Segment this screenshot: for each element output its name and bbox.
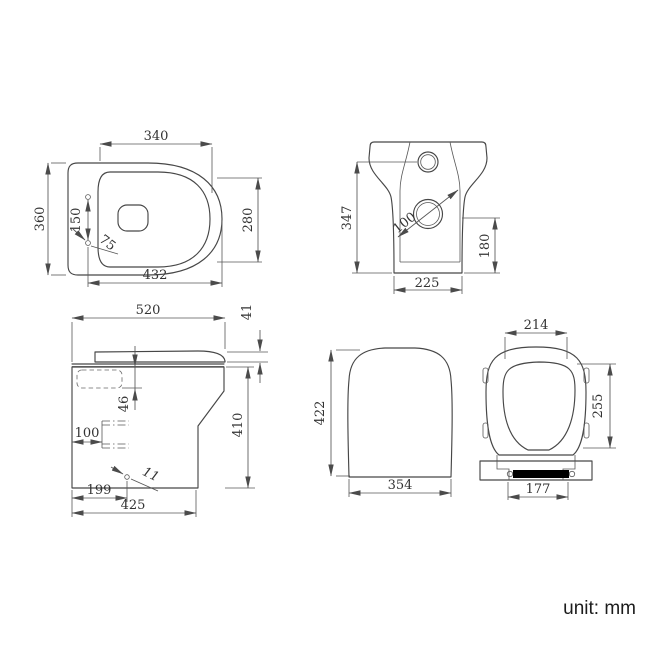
dim-label-base-depth: 425 (121, 498, 146, 513)
buffer-strip (513, 470, 569, 478)
dim-label-lid-top-width: 214 (524, 318, 549, 333)
dim-label-base-width: 225 (415, 276, 440, 291)
dim-label-floor-hole-offset: 199 (87, 483, 112, 498)
side-bumper-left-lower (482, 422, 489, 439)
floor-fixing-hole (124, 474, 130, 480)
dim-label-rim-height: 410 (231, 413, 246, 438)
side-bumper-right-lower (583, 422, 590, 439)
trapway-outlet (117, 204, 149, 232)
dim-label-hinge-note: 75 (96, 232, 118, 254)
dim-label-bowl-length: 280 (241, 208, 256, 233)
buffer-end-left (506, 470, 514, 478)
side-view-drawing: 520 41 46 100 410 11 199 425 (71, 303, 268, 517)
buffer-end-right (568, 470, 576, 478)
rear-outer-outline (368, 141, 488, 274)
hidden-rim-channel (76, 369, 123, 389)
dim-label-lid-depth: 255 (591, 394, 606, 419)
water-inlet-hole-inner (420, 154, 436, 170)
water-inlet-hole-outer (417, 151, 439, 173)
seat-profile (94, 350, 226, 363)
pan-body-profile (71, 366, 225, 489)
rear-inner-contour-right (449, 141, 461, 262)
rear-view-drawing: 100 347 180 225 (340, 141, 500, 294)
seat-view-drawing: 214 255 177 (479, 318, 616, 500)
dim-label-front-width: 354 (388, 478, 413, 493)
dim-label-seat-thickness: 41 (240, 304, 255, 321)
hinge-base-plate (479, 460, 593, 481)
bowl-inner-outline (97, 171, 211, 268)
side-bumper-right-upper (583, 367, 590, 384)
dim-label-outlet-height: 180 (478, 234, 493, 259)
top-view-drawing: 340 360 280 432 150 75 (33, 129, 262, 287)
dim-label-overall-width: 360 (33, 207, 48, 232)
dim-label-length: 432 (143, 268, 168, 283)
dim-label-height-to-inlet: 347 (340, 206, 355, 231)
pan-outline-top-view (67, 162, 223, 276)
dim-label-outlet-diameter: 100 (390, 210, 419, 237)
dim-label-fixing-offset: 100 (75, 426, 100, 441)
dim-label-total-depth: 520 (136, 303, 161, 318)
front-silhouette-outline (347, 347, 453, 478)
hinge-hole-upper (85, 194, 91, 200)
dim-label-buffer-width: 177 (526, 482, 551, 497)
dim-label-floor-hole-note: 11 (140, 464, 161, 485)
unit-label: unit: mm (563, 598, 636, 619)
hinge-hole-lower (85, 240, 91, 246)
side-bumper-left-upper (482, 367, 489, 384)
dim-label-front-height: 422 (313, 401, 328, 426)
seat-outer-outline (485, 346, 587, 456)
front-view-drawing: 422 354 (313, 347, 453, 497)
lid-inner-outline (502, 361, 576, 451)
base-plate-notch-left (496, 461, 510, 480)
rear-inner-contour-left (399, 141, 411, 262)
dim-label-rim-detail: 46 (117, 396, 132, 413)
dim-label-top-width: 340 (144, 129, 169, 144)
dim-label-hinge-spacing: 150 (69, 208, 84, 233)
